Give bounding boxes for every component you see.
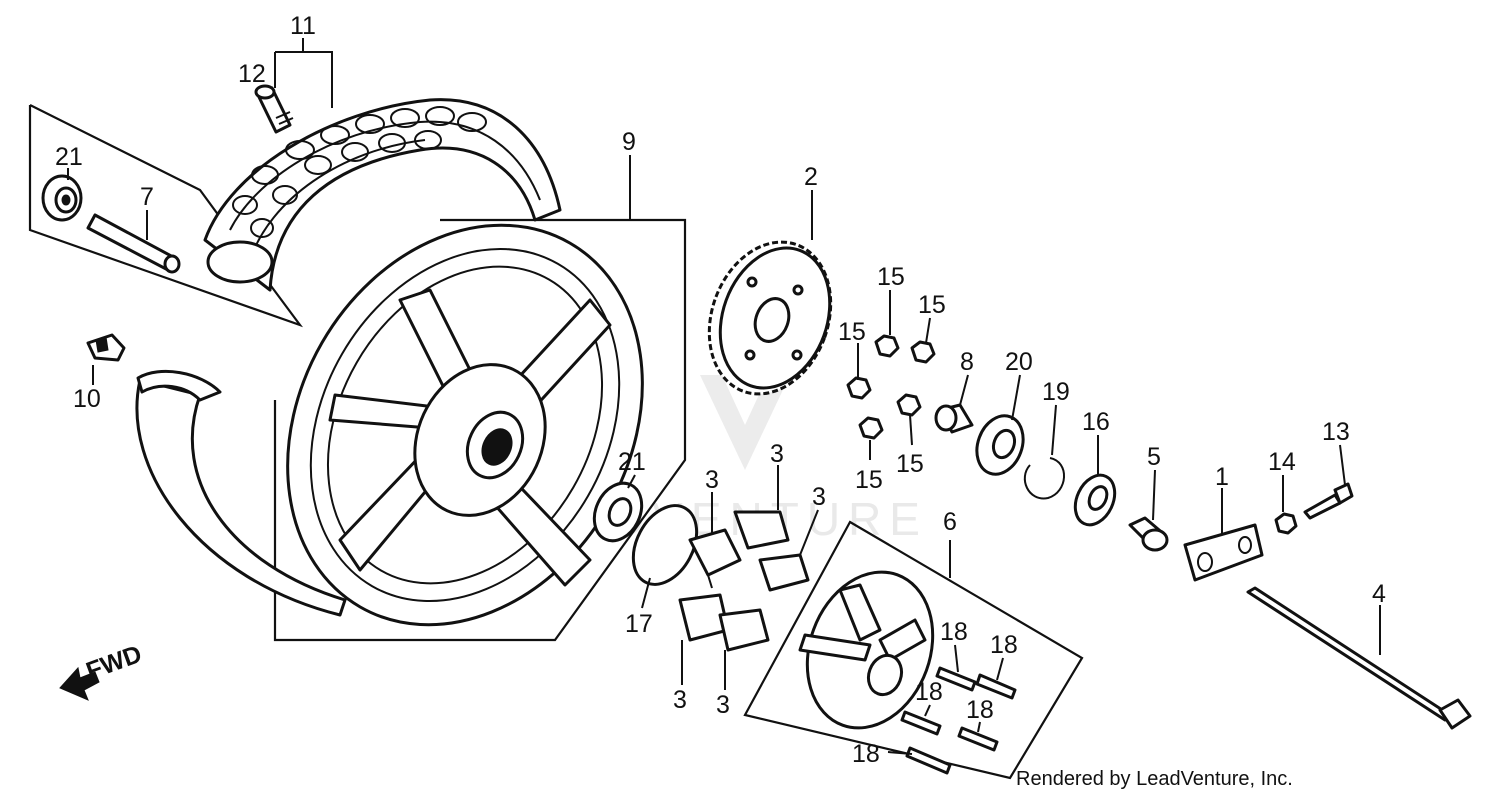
callout-numbers: 11 12 21 7 9 2 10 15 15 15 15 15 8 20 19… — [55, 12, 1386, 768]
rim-band — [135, 370, 347, 617]
bearing-lower — [592, 481, 644, 543]
stud-18b — [975, 673, 1017, 700]
nut-15a — [874, 334, 900, 358]
callout-3-d: 3 — [673, 686, 687, 714]
leader-lines — [67, 38, 1381, 755]
stud-18a — [935, 666, 977, 692]
callout-18-c: 18 — [915, 678, 943, 706]
callout-5: 5 — [1147, 443, 1161, 471]
callout-15-a: 15 — [877, 263, 905, 291]
clip — [86, 333, 126, 362]
sprocket-collar — [934, 403, 974, 434]
callout-19: 19 — [1042, 378, 1070, 406]
callout-8: 8 — [960, 348, 974, 376]
callout-13: 13 — [1322, 418, 1350, 446]
callout-10: 10 — [73, 385, 101, 413]
callout-18-b: 18 — [990, 631, 1018, 659]
callout-7: 7 — [140, 183, 154, 211]
callout-18-a: 18 — [940, 618, 968, 646]
callout-3-b: 3 — [770, 440, 784, 468]
tire — [203, 98, 562, 292]
callout-1: 1 — [1215, 463, 1229, 491]
callout-17: 17 — [625, 610, 653, 638]
forward-arrow: FWD — [59, 640, 146, 701]
nut-15b — [910, 340, 936, 364]
render-credit: Rendered by LeadVenture, Inc. — [1016, 768, 1293, 790]
callout-15-e: 15 — [855, 466, 883, 494]
stud-18d — [957, 726, 999, 752]
oil-seal — [1073, 473, 1117, 527]
callout-16: 16 — [1082, 408, 1110, 436]
adjuster-nut — [1274, 512, 1298, 535]
callout-21-top: 21 — [55, 143, 83, 171]
callout-11: 11 — [290, 12, 316, 40]
driven-flange — [798, 570, 935, 730]
side-collar — [1128, 516, 1169, 552]
stud-18e — [905, 746, 952, 775]
callout-14: 14 — [1268, 448, 1296, 476]
stud-18c — [900, 710, 942, 736]
damper-e — [718, 608, 770, 652]
bearing-top — [41, 174, 83, 222]
nut-15d — [896, 393, 922, 417]
hub-group-frame — [743, 520, 1084, 780]
circlip — [1023, 457, 1065, 500]
callout-3-a: 3 — [705, 466, 719, 494]
callout-3-e: 3 — [716, 691, 730, 719]
callout-2: 2 — [804, 163, 818, 191]
chain-adjuster — [1183, 523, 1264, 582]
callout-15-b: 15 — [918, 291, 946, 319]
wheel-group-frame — [273, 218, 687, 642]
distance-collar — [86, 213, 181, 274]
fwd-label: FWD — [82, 640, 145, 686]
callout-4: 4 — [1372, 580, 1386, 608]
nut-15c — [846, 376, 872, 400]
callout-20: 20 — [1005, 348, 1033, 376]
callout-9: 9 — [622, 128, 636, 156]
damper-c — [758, 553, 810, 592]
axle — [1246, 586, 1472, 730]
callout-12: 12 — [238, 60, 266, 88]
callout-18-d: 18 — [966, 696, 994, 724]
valve-stem — [254, 84, 294, 134]
sprocket — [707, 240, 833, 396]
nut-15e — [858, 416, 884, 440]
callout-21-lower: 21 — [618, 448, 646, 476]
adjuster-bolt — [1303, 482, 1354, 520]
callout-15-d: 15 — [896, 450, 924, 478]
callout-6: 6 — [943, 508, 957, 536]
callout-18-e: 18 — [852, 740, 880, 768]
callout-15-c: 15 — [838, 318, 866, 346]
damper-a — [688, 528, 742, 589]
bearing-20 — [975, 414, 1025, 476]
o-ring — [631, 504, 699, 586]
callout-3-c: 3 — [812, 483, 826, 511]
damper-b — [733, 510, 790, 550]
